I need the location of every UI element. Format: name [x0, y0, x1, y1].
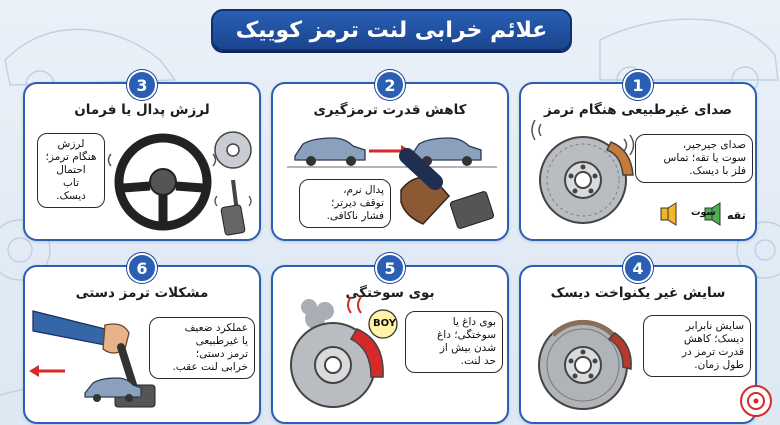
- card-number: 1: [623, 70, 653, 100]
- bubble-line: احتمال: [56, 164, 86, 176]
- bubble-line: فشار ناکافی.: [326, 210, 384, 222]
- bubble-line: عملکرد ضعیف: [184, 322, 248, 334]
- steering-wheel-icon: [107, 133, 217, 231]
- speaker-icon: [660, 202, 721, 226]
- bubble-line: صدای جیرجیر،: [682, 139, 746, 151]
- bubble-line: پدال نرم،: [343, 184, 384, 196]
- label-whistle: سوت: [691, 207, 716, 218]
- card-handbrake-problems: 6 مشکلات ترمز دستی عملکرد ضعیف یا غیرطبی…: [23, 253, 261, 424]
- card-number: 3: [127, 70, 157, 100]
- bubble-line: خرابی لنت عقب.: [172, 361, 248, 373]
- card-title: سایش غیر یکنواخت دیسک: [550, 285, 726, 301]
- car-icon: [84, 377, 142, 402]
- bubble-line: فلز با دیسک.: [689, 165, 746, 177]
- pedal-icon: [214, 179, 252, 236]
- bubble-line: دیسک.: [56, 190, 86, 202]
- card-pedal-vibration: 3 لرزش پدال یا فرمان لرزش هنگام ترمز؛ اح…: [23, 70, 261, 241]
- worn-disc-icon: [538, 319, 632, 410]
- bubble-line: تاب: [62, 177, 79, 189]
- card-uneven-disc-wear: 4 سایش غیر یکنواخت دیسک سایش نابرابر دیس…: [519, 253, 757, 424]
- card-description: سایش نابرابر دیسک؛ کاهش قدرت ترمز در طول…: [643, 315, 751, 377]
- card-description: بوی داغ یا سوختگی؛ داغ شدن بیش از حد لنت…: [405, 311, 503, 373]
- brand-logo: [740, 385, 772, 417]
- bubble-line: شدن بیش از: [439, 342, 496, 354]
- bubble-line: سوختگی؛ داغ: [437, 329, 496, 341]
- card-number: 4: [623, 253, 653, 283]
- brake-disc-icon: [531, 119, 635, 224]
- card-title: صدای غیرطبیعی هنگام ترمز: [544, 102, 732, 118]
- card-unusual-noise: 1 صدای غیرطبیعی هنگام ترمز سوت تقه صدای …: [519, 70, 757, 241]
- page-title: علائم خرابی لنت ترمز کوییک: [235, 17, 548, 43]
- bubble-line: قدرت ترمز در: [681, 346, 744, 358]
- brake-disc-icon: [214, 131, 252, 169]
- label-boy: BOY: [373, 318, 397, 329]
- bubble-line: هنگام ترمز؛: [45, 151, 97, 163]
- label-knock: تقه: [727, 209, 746, 222]
- bubble-line: طول زمان.: [694, 359, 744, 371]
- title-banner: علائم خرابی لنت ترمز کوییک: [211, 9, 572, 51]
- bubble-line: سایش نابرابر: [685, 320, 744, 332]
- brake-pedal-icon: [399, 148, 495, 229]
- bubble-line: لرزش: [57, 138, 85, 150]
- card-title: لرزش پدال یا فرمان: [74, 102, 210, 118]
- card-burning-smell: 5 بوی سوختگی BOY بوی داغ یا سوختگی؛ داغ …: [271, 253, 509, 424]
- bubble-line: دیسک؛ کاهش: [683, 333, 744, 345]
- card-number: 6: [127, 253, 157, 283]
- card-title: بوی سوختگی: [345, 285, 435, 301]
- car-icon: [287, 137, 497, 168]
- card-title: مشکلات ترمز دستی: [75, 285, 209, 301]
- smoking-disc-icon: [290, 296, 398, 408]
- card-reduced-braking: 2 کاهش قدرت ترمزگیری پدال نرم، توقف دیرت…: [271, 70, 509, 241]
- bubble-line: بوی داغ یا: [452, 316, 496, 328]
- card-number: 2: [375, 70, 405, 100]
- card-number: 5: [375, 253, 405, 283]
- card-description: عملکرد ضعیف یا غیرطبیعی ترمز دستی؛ خرابی…: [149, 317, 255, 379]
- card-title: کاهش قدرت ترمزگیری: [313, 102, 467, 118]
- bubble-line: توقف دیرتر؛: [330, 197, 384, 209]
- card-description: پدال نرم، توقف دیرتر؛ فشار ناکافی.: [299, 179, 391, 228]
- arrow-left-icon: [29, 365, 65, 377]
- bubble-line: ترمز دستی؛: [195, 348, 248, 360]
- card-description: صدای جیرجیر، سوت یا تقه؛ تماس فلز با دیس…: [635, 134, 753, 183]
- bubble-line: حد لنت.: [460, 355, 496, 367]
- bubble-line: یا غیرطبیعی: [195, 335, 248, 347]
- card-description: لرزش هنگام ترمز؛ احتمال تاب دیسک.: [37, 133, 105, 208]
- bubble-line: سوت یا تقه؛ تماس: [663, 152, 746, 164]
